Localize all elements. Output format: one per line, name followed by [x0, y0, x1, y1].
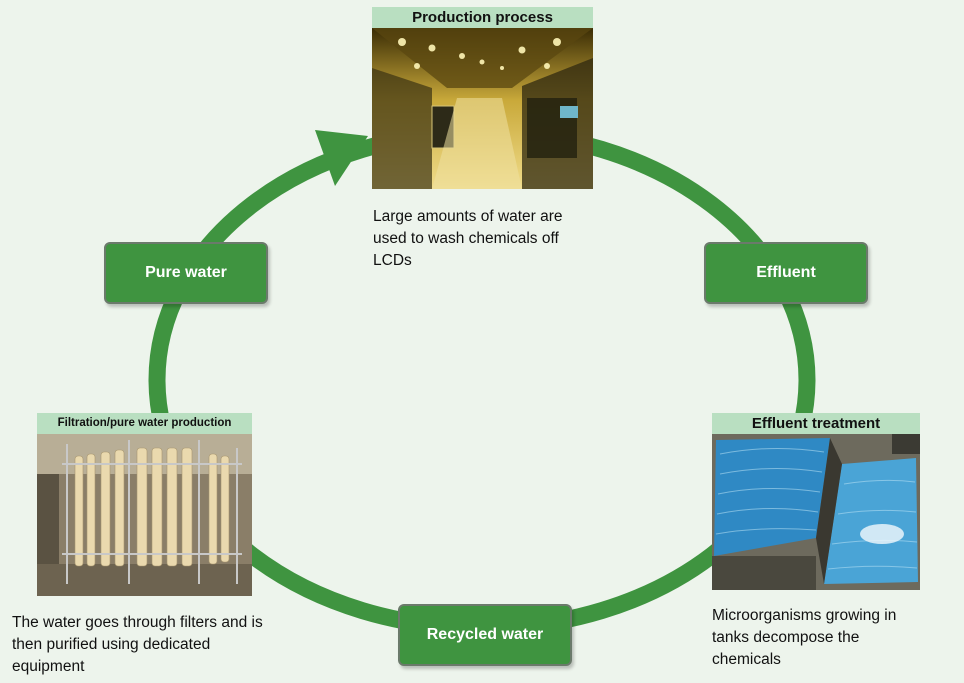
filtration-caption: The water goes through filters and is th…	[12, 614, 263, 675]
cycle-arrowhead	[315, 130, 368, 186]
pure-water-label: Pure water	[104, 242, 268, 304]
production-process-caption: Large amounts of water are used to wash …	[373, 208, 563, 269]
effluent-treatment-card: Effluent treatment	[712, 413, 920, 590]
effluent-treatment-title: Effluent treatment	[712, 413, 920, 434]
factory-floor-photo	[372, 28, 593, 189]
filtration-equipment-photo	[37, 434, 252, 596]
filtration-title: Filtration/pure water production	[37, 413, 252, 434]
effluent-treatment-caption: Microorganisms growing in tanks decompos…	[712, 607, 897, 668]
effluent-label: Effluent	[704, 242, 868, 304]
filtration-card: Filtration/pure water production	[37, 413, 252, 596]
production-process-card: Production process	[372, 7, 593, 189]
production-process-title: Production process	[372, 7, 593, 28]
recycled-water-label: Recycled water	[398, 604, 572, 666]
treatment-tanks-photo	[712, 434, 920, 590]
